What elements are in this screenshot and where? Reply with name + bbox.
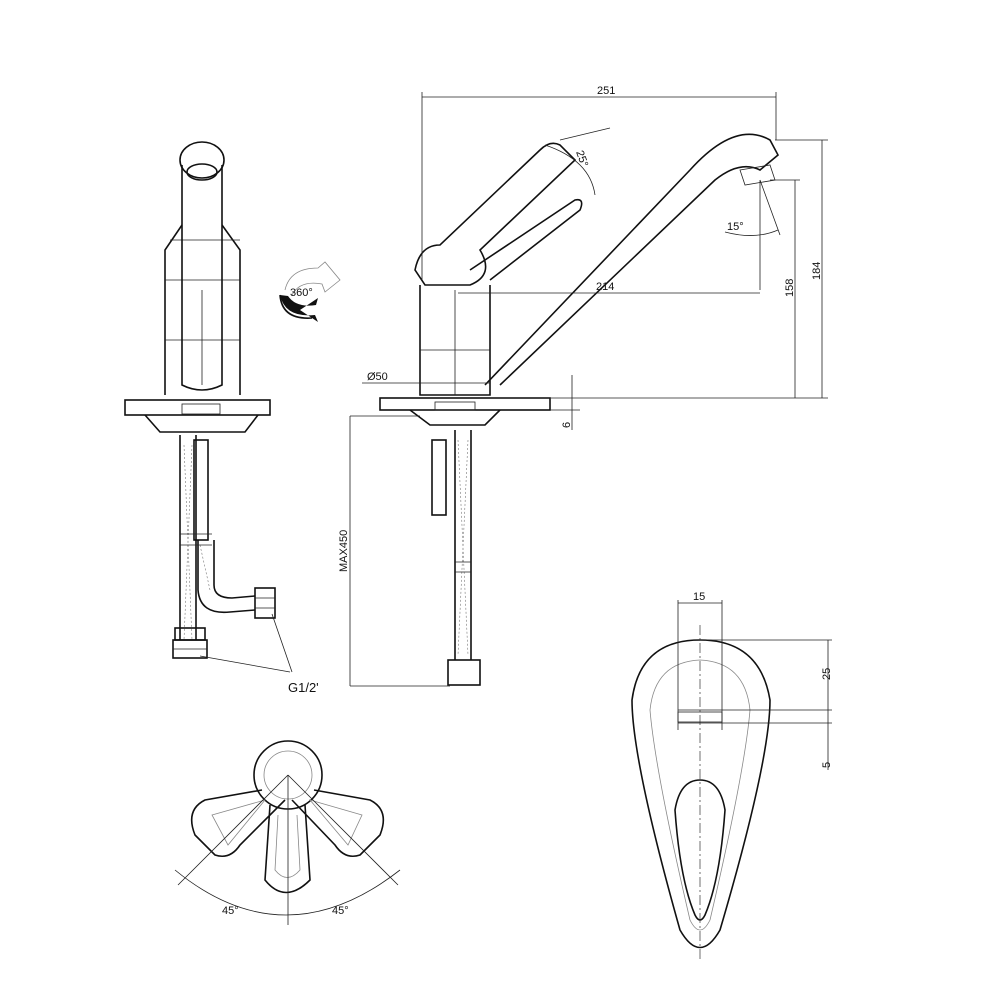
dimension-251: 251 xyxy=(597,85,615,97)
dimension-214: 214 xyxy=(596,281,614,293)
dimension-max-450: MAX450 xyxy=(338,530,350,572)
lever-angle-right: 45° xyxy=(332,905,349,917)
dimensions: 251 25° 15° 214 158 184 Ø50 6 MAX450 xyxy=(338,85,828,687)
rotation-label: 360° xyxy=(290,287,313,299)
lever-angle-left: 45° xyxy=(222,905,239,917)
dimension-aerator-angle: 15° xyxy=(727,221,744,233)
dimension-handle-25: 25 xyxy=(821,668,833,680)
connection-thread-label: G1/2' xyxy=(288,680,319,695)
dimension-handle-5: 5 xyxy=(821,762,833,768)
lever-swing-view: 45° 45° xyxy=(174,740,401,925)
rotation-360-icon: 360° xyxy=(279,261,341,322)
front-view: G1/2' xyxy=(124,141,319,695)
dimension-6: 6 xyxy=(561,422,573,428)
dimension-158: 158 xyxy=(784,279,796,297)
side-view xyxy=(379,133,780,686)
dimension-lever-angle: 25° xyxy=(573,149,590,169)
handle-top-view: 15 25 5 xyxy=(631,591,833,960)
dimension-diameter-50: Ø50 xyxy=(367,371,388,383)
dimension-handle-15: 15 xyxy=(693,591,705,603)
dimension-184: 184 xyxy=(811,262,823,280)
